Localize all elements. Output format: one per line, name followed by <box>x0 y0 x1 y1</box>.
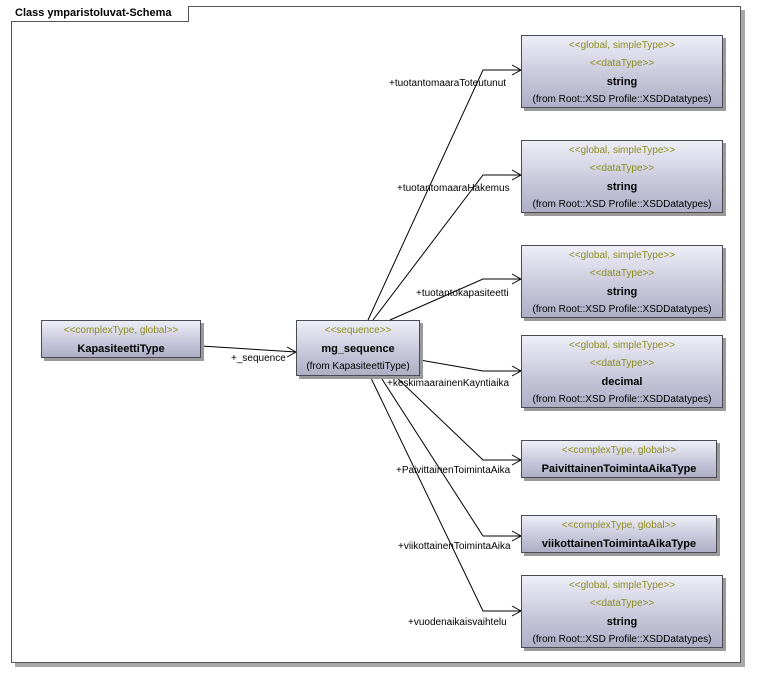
class-name: viikottainenToimintaAikaType <box>541 538 697 550</box>
class-name: string <box>606 286 638 298</box>
class-stereotype-datatype: <<dataType>> <box>589 58 655 69</box>
association-r7 <box>369 375 521 612</box>
class-origin: (from Root::XSD Profile::XSDDatatypes) <box>532 94 712 105</box>
association-r6 <box>379 375 521 537</box>
class-name: string <box>606 181 638 193</box>
association-r5 <box>394 375 521 461</box>
class-stereotype: <<global, simpleType>> <box>568 340 676 351</box>
class-name: mg_sequence <box>321 343 395 355</box>
class-string-3[interactable]: <<global, simpleType>> <<dataType>> stri… <box>521 245 723 318</box>
class-stereotype: <<global, simpleType>> <box>568 250 676 261</box>
role-tuotantokapasiteetti: +tuotantokapasiteetti <box>416 288 509 299</box>
class-decimal[interactable]: <<global, simpleType>> <<dataType>> deci… <box>521 335 723 408</box>
class-stereotype-datatype: <<dataType>> <box>589 358 655 369</box>
association-r3 <box>389 278 521 321</box>
association-r4 <box>419 359 521 372</box>
class-origin: (from Root::XSD Profile::XSDDatatypes) <box>532 199 712 210</box>
class-stereotype-datatype: <<dataType>> <box>589 163 655 174</box>
role-sequence: +_sequence <box>231 353 286 364</box>
class-origin: (from Root::XSD Profile::XSDDatatypes) <box>532 634 712 645</box>
class-stereotype: <<global, simpleType>> <box>568 40 676 51</box>
class-stereotype: <<complexType, global>> <box>63 325 179 336</box>
class-mg-sequence[interactable]: <<sequence>> mg_sequence (from Kapasitee… <box>296 320 420 376</box>
class-name: KapasiteettiType <box>77 343 165 355</box>
class-viikottainentoimintaaikatype[interactable]: <<complexType, global>> viikottainenToim… <box>521 515 717 553</box>
role-viikottainentoimintaaika: +viikottainenToimintaAika <box>398 541 511 552</box>
diagram-title: Class ymparistoluvat-Schema <box>15 7 172 19</box>
role-keskimaarainenkayntiaika: +keskimaarainenKayntiaika <box>387 378 510 389</box>
class-stereotype: <<global, simpleType>> <box>568 145 676 156</box>
role-paivittainentoimintaaika: +PaivittainenToimintaAika <box>396 465 511 476</box>
association-r1 <box>367 69 521 321</box>
class-origin: (from KapasiteettiType) <box>306 361 410 372</box>
class-origin: (from Root::XSD Profile::XSDDatatypes) <box>532 394 712 405</box>
class-name: PaivittainenToimintaAikaType <box>541 463 697 475</box>
class-stereotype: <<global, simpleType>> <box>568 580 676 591</box>
association-r2 <box>372 174 521 321</box>
class-stereotype: <<complexType, global>> <box>561 520 677 531</box>
class-kapasiteettitype[interactable]: <<complexType, global>> KapasiteettiType <box>41 320 201 358</box>
role-tuotantomaaratoteutunut: +tuotantomaaraToteutunut <box>389 78 507 89</box>
class-name: decimal <box>601 376 643 388</box>
class-stereotype-datatype: <<dataType>> <box>589 598 655 609</box>
class-stereotype: <<sequence>> <box>324 325 392 336</box>
class-name: string <box>606 76 638 88</box>
class-origin: (from Root::XSD Profile::XSDDatatypes) <box>532 304 712 315</box>
class-string-4[interactable]: <<global, simpleType>> <<dataType>> stri… <box>521 575 723 648</box>
role-tuotantomaarahakemus: +tuotantomaaraHakemus <box>397 183 510 194</box>
association-sequence <box>200 345 297 353</box>
role-vuodenaikaisvaihtelu: +vuodenaikaisvaihtelu <box>408 617 507 628</box>
diagram-frame-tab <box>11 6 189 22</box>
class-stereotype: <<complexType, global>> <box>561 445 677 456</box>
class-paivittainentoimintaaikatype[interactable]: <<complexType, global>> PaivittainenToim… <box>521 440 717 478</box>
class-name: string <box>606 616 638 628</box>
class-stereotype-datatype: <<dataType>> <box>589 268 655 279</box>
class-string-1[interactable]: <<global, simpleType>> <<dataType>> stri… <box>521 35 723 108</box>
class-string-2[interactable]: <<global, simpleType>> <<dataType>> stri… <box>521 140 723 213</box>
